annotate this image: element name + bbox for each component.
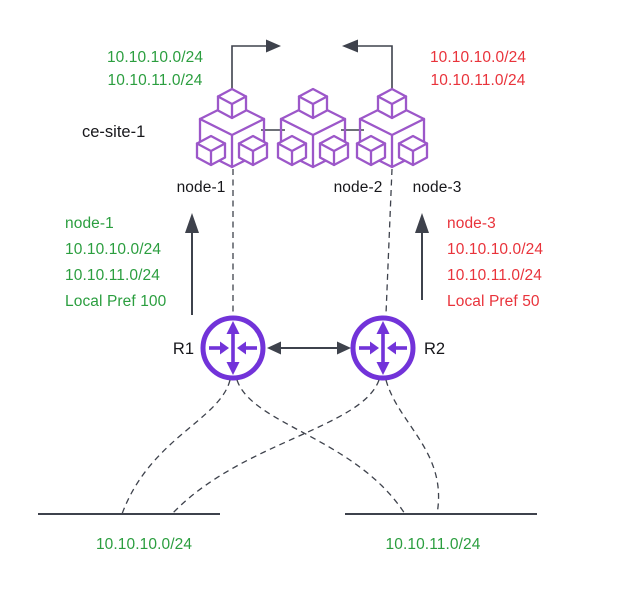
top-left-route-labels: 10.10.10.0/24 10.10.11.0/24	[107, 49, 203, 89]
cluster-icon-node-3	[357, 89, 427, 167]
advertisement-arrow-right	[415, 213, 429, 300]
link-r2-lan2	[385, 379, 440, 515]
route-label: 10.10.11.0/24	[431, 72, 526, 89]
route-label: 10.10.10.0/24	[107, 49, 203, 66]
arrowhead-right-icon	[266, 39, 281, 53]
lan-1-label: 10.10.10.0/24	[96, 536, 192, 553]
left-advertisement-block: node-1 10.10.10.0/24 10.10.11.0/24 Local…	[65, 215, 167, 310]
ibgp-peering-arrow	[267, 341, 351, 355]
site-label: ce-site-1	[82, 123, 145, 141]
link-r2-lan1	[171, 379, 380, 515]
link-r1-lan1	[121, 379, 231, 515]
cluster-icon-node-2	[278, 89, 348, 167]
arrowhead-right-icon	[337, 341, 351, 355]
advert-line: Local Pref 100	[65, 293, 167, 310]
lan-2-label: 10.10.11.0/24	[386, 536, 481, 553]
route-label: 10.10.11.0/24	[108, 72, 203, 89]
advert-line: node-3	[447, 215, 496, 232]
advert-line: Local Pref 50	[447, 293, 540, 310]
node-1-label: node-1	[177, 179, 226, 196]
router-icon-r1	[203, 318, 263, 378]
advert-line: 10.10.11.0/24	[447, 267, 542, 284]
top-right-route-labels: 10.10.10.0/24 10.10.11.0/24	[430, 49, 526, 89]
arrowhead-left-icon	[267, 341, 281, 355]
advert-line: 10.10.10.0/24	[65, 241, 161, 258]
arrowhead-up-icon	[415, 213, 429, 233]
link-node3-r2	[385, 168, 393, 315]
cluster-icon-node-1	[197, 89, 267, 167]
route-exchange-arrow-left	[231, 39, 281, 90]
arrowhead-left-icon	[342, 39, 358, 53]
right-advertisement-block: node-3 10.10.10.0/24 10.10.11.0/24 Local…	[447, 215, 543, 310]
router-r2-label: R2	[424, 340, 445, 358]
route-exchange-arrow-right	[342, 39, 393, 90]
advert-line: node-1	[65, 215, 114, 232]
node-3-label: node-3	[413, 179, 462, 196]
route-label: 10.10.10.0/24	[430, 49, 526, 66]
advertisement-arrow-left	[185, 213, 199, 315]
node-2-label: node-2	[334, 179, 383, 196]
advert-line: 10.10.10.0/24	[447, 241, 543, 258]
router-icon-r2	[353, 318, 413, 378]
arrowhead-up-icon	[185, 213, 199, 233]
router-r1-label: R1	[173, 340, 194, 358]
link-r1-lan2	[236, 379, 406, 515]
advert-line: 10.10.11.0/24	[65, 267, 160, 284]
